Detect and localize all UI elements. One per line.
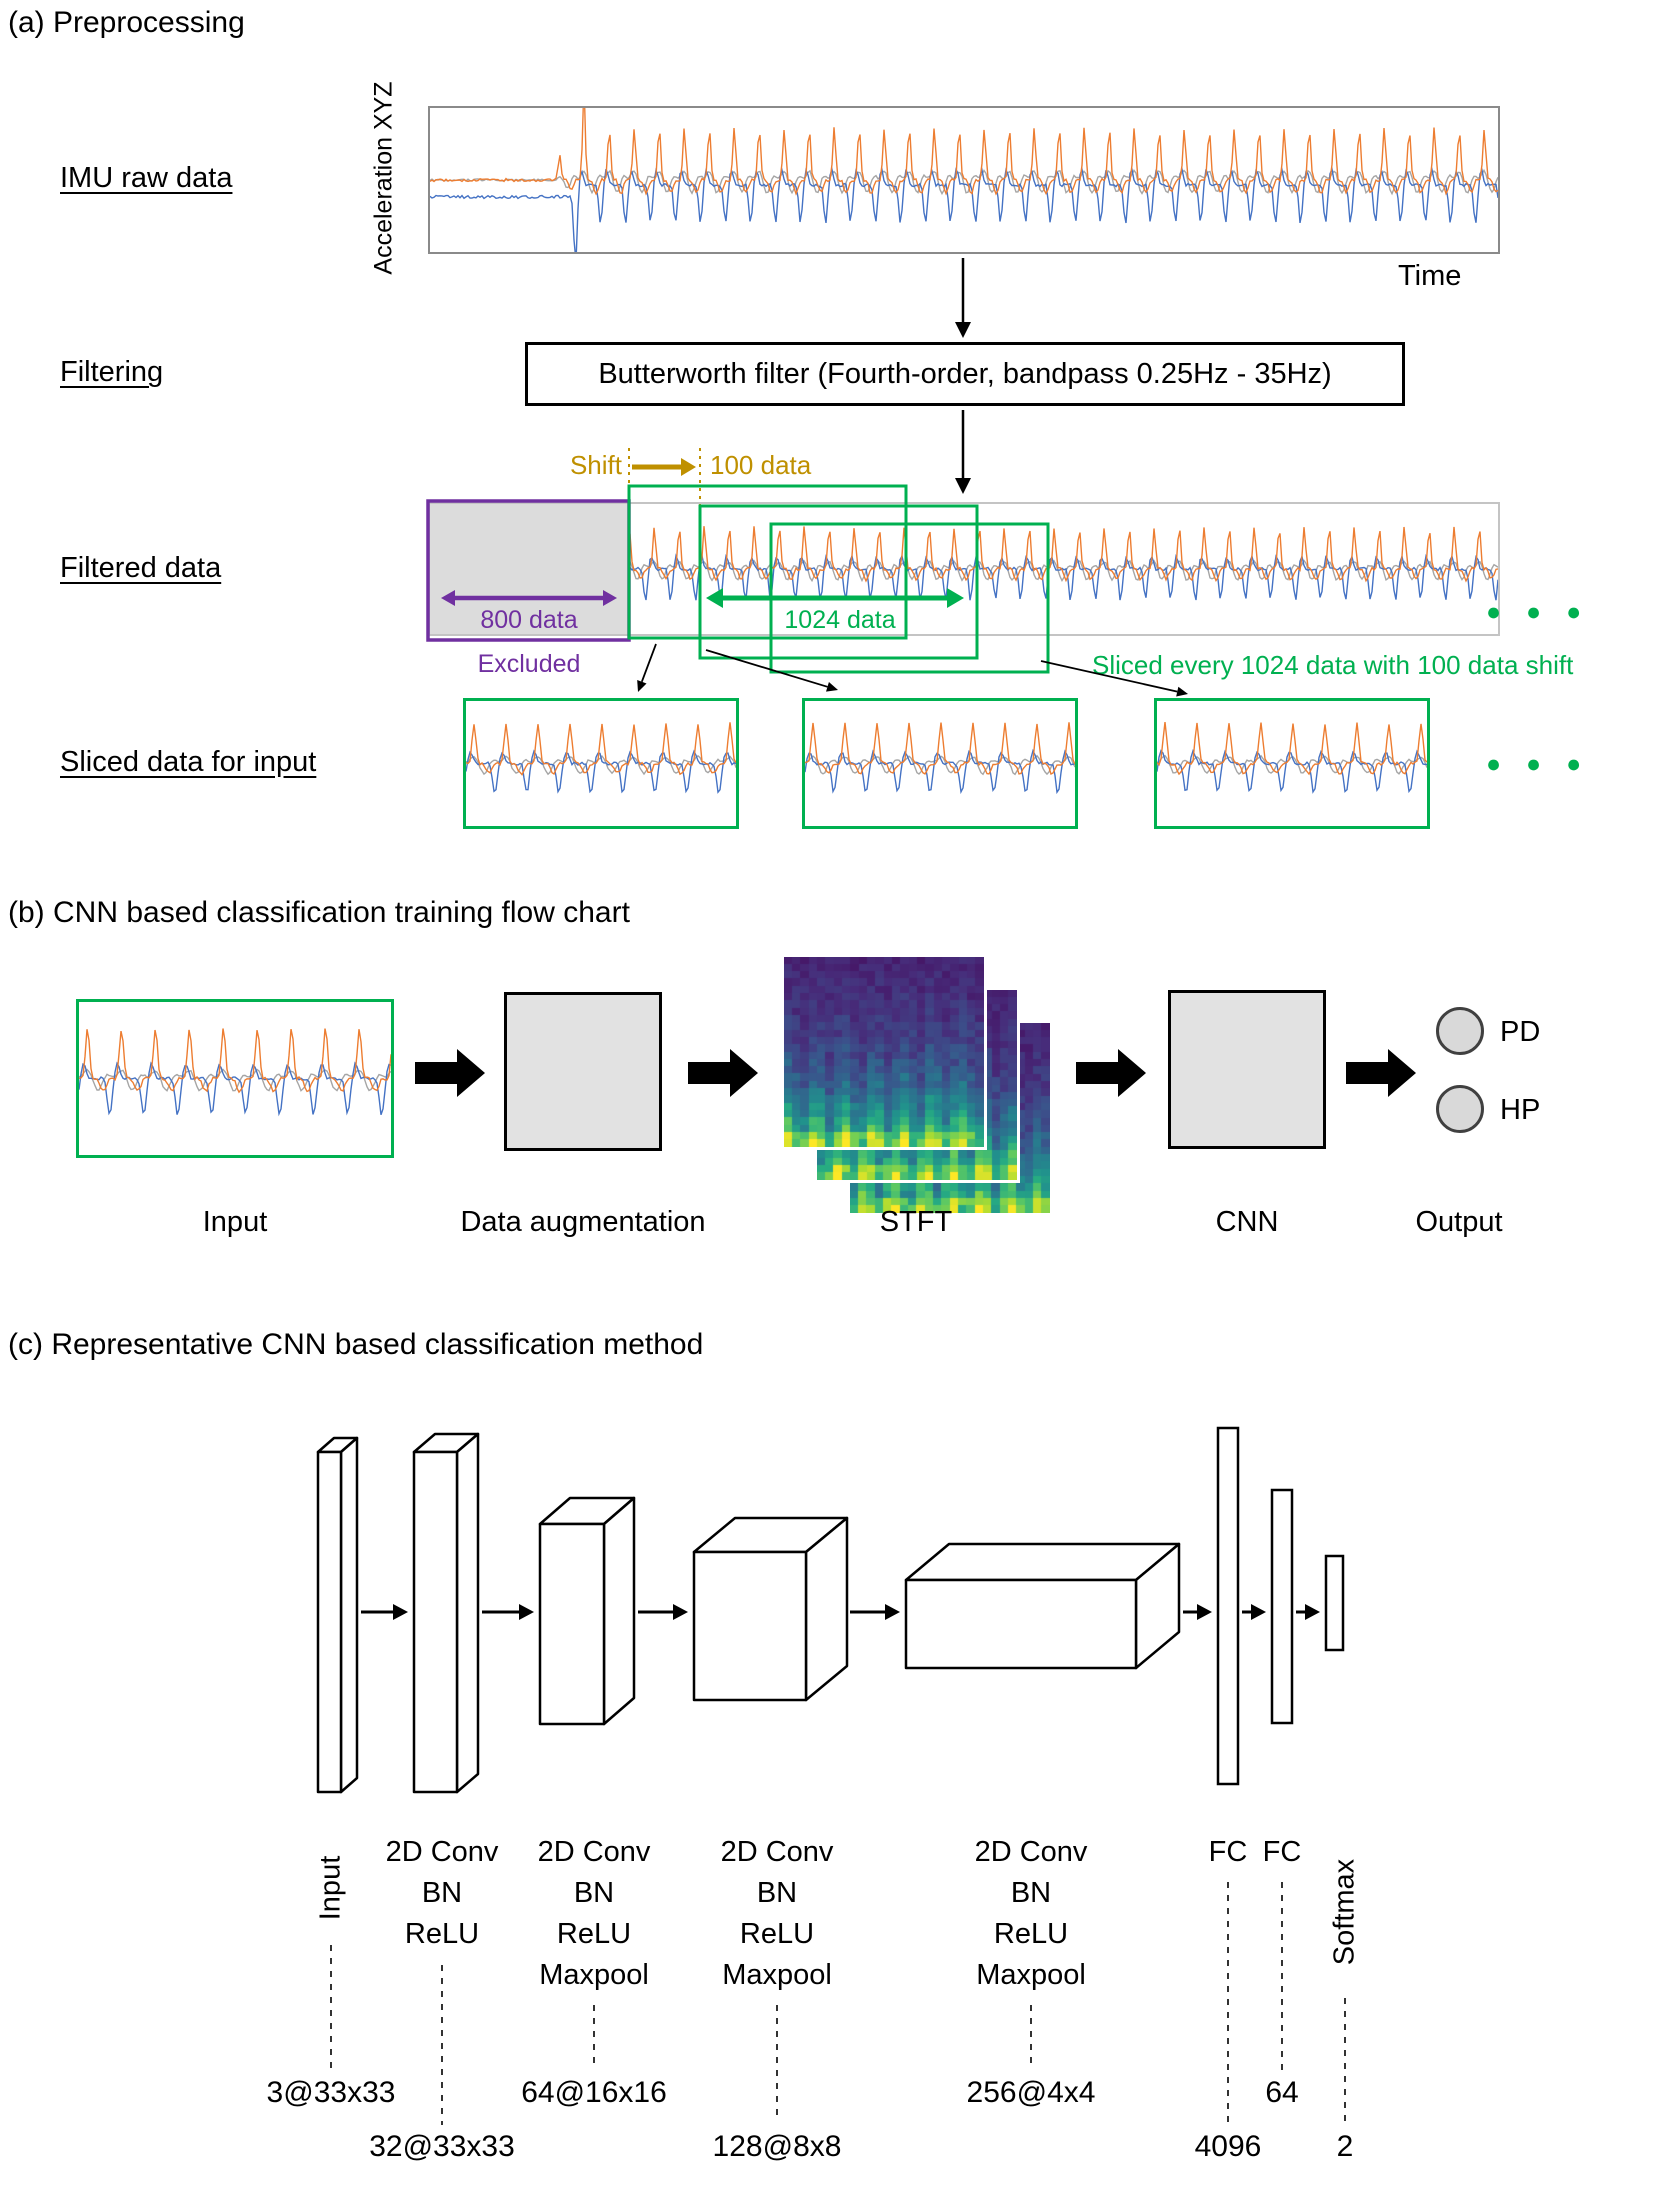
imu-waveform — [429, 81, 1499, 262]
output-class-hp-label: HP — [1500, 1094, 1541, 1126]
layer-label-softmax: Softmax — [1328, 1858, 1361, 1966]
layer-label-line: 2D Conv — [974, 1836, 1088, 1868]
layer-dim-conv2: 64@16x16 — [521, 2076, 667, 2109]
sliced-data-label: Sliced data for input — [60, 746, 317, 778]
section-b-title: (b) CNN based classification training fl… — [8, 896, 630, 929]
slicing-note: Sliced every 1024 data with 100 data shi… — [1092, 650, 1574, 680]
sliced-waveform-3 — [1156, 722, 1428, 794]
layer-label-line: ReLU — [404, 1918, 480, 1950]
section-c-title: (c) Representative CNN based classificat… — [8, 1328, 704, 1361]
imu-raw-plot — [428, 81, 1500, 262]
layer-label-line: BN — [421, 1877, 463, 1909]
layer-dim-conv3: 128@8x8 — [712, 2130, 842, 2163]
layer-dim-conv4: 256@4x4 — [966, 2076, 1096, 2109]
output-node-hp — [1436, 1085, 1484, 1133]
sliced-waveform-2 — [804, 722, 1076, 795]
ellipsis-filtered: ● ● ● — [1486, 598, 1591, 626]
shift-label: Shift — [569, 450, 622, 480]
layer-label-line: 2D Conv — [720, 1836, 834, 1868]
cnn-box — [1168, 990, 1326, 1149]
time-axis-label: Time — [1398, 260, 1462, 292]
layer-dim-conv1: 32@33x33 — [369, 2130, 515, 2163]
step-label-cnn: CNN — [1215, 1206, 1279, 1238]
filtered-data-label: Filtered data — [60, 552, 222, 584]
layer-label-line: Maxpool — [722, 1959, 832, 1991]
layer-label-line: Maxpool — [539, 1959, 649, 1991]
stft-spectrogram-1 — [781, 954, 987, 1150]
step-label-output: Output — [1415, 1206, 1503, 1238]
step-label-data-augmentation: Data augmentation — [460, 1206, 706, 1238]
filtered-data-plot — [428, 502, 1500, 636]
imu-raw-data-label: IMU raw data — [60, 162, 233, 194]
layer-label-line: ReLU — [993, 1918, 1069, 1950]
layer-label-line: BN — [756, 1877, 798, 1909]
ellipsis-sliced: ● ● ● — [1486, 750, 1591, 778]
layer-label-line: BN — [573, 1877, 615, 1909]
excluded-width-label: 800 data — [480, 606, 578, 634]
sliced-waveform-1 — [465, 722, 737, 794]
excluded-label: Excluded — [477, 650, 581, 678]
layer-label-line: FC — [1208, 1836, 1248, 1868]
filtering-label: Filtering — [60, 356, 164, 388]
acceleration-axis-label: Acceleration XYZ — [369, 81, 398, 275]
butterworth-filter-box: Butterworth filter (Fourth-order, bandpa… — [525, 342, 1405, 406]
output-node-pd — [1436, 1007, 1484, 1055]
layer-label-line: 2D Conv — [537, 1836, 651, 1868]
layer-label-line: BN — [1010, 1877, 1052, 1909]
layer-label-line: ReLU — [739, 1918, 815, 1950]
sliced-window-box-2 — [802, 698, 1078, 829]
input-waveform — [78, 1028, 392, 1117]
step-label-input: Input — [202, 1206, 268, 1238]
sliced-window-box-1 — [463, 698, 739, 829]
layer-dim-input: 3@33x33 — [266, 2076, 396, 2109]
shift-amount-label: 100 data — [710, 450, 812, 480]
output-class-pd-label: PD — [1500, 1016, 1541, 1048]
layer-dim-fc1: 4096 — [1194, 2130, 1262, 2163]
layer-label-fc2: FC — [1172, 1832, 1392, 1873]
window-width-label: 1024 data — [784, 606, 896, 634]
layer-dim-softmax: 2 — [1336, 2130, 1354, 2163]
step-label-stft: STFT — [879, 1206, 953, 1238]
sliced-window-box-3 — [1154, 698, 1430, 829]
layer-label-fc1: FC — [1118, 1832, 1338, 1873]
layer-label-line: 2D Conv — [385, 1836, 499, 1868]
layer-label-line: ReLU — [556, 1918, 632, 1950]
layer-label-line: Maxpool — [976, 1959, 1086, 1991]
input-sample-box — [76, 999, 394, 1158]
layer-dim-fc2: 64 — [1265, 2076, 1299, 2109]
section-a-title: (a) Preprocessing — [8, 6, 245, 39]
data-augmentation-box — [504, 992, 662, 1151]
layer-label-line: FC — [1262, 1836, 1302, 1868]
